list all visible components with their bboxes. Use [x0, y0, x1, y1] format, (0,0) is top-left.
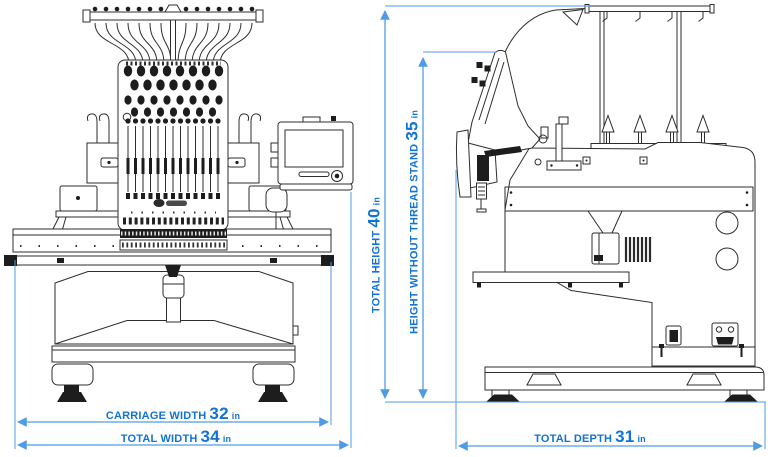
side-thread-stand — [584, 4, 727, 151]
brand-logo — [153, 199, 187, 207]
needle-bars — [125, 118, 221, 199]
height-without-thread-stand-text: HEIGHT WITHOUT THREAD STAND — [408, 143, 421, 335]
front-thread-stand — [82, 4, 264, 23]
total-height-label: TOTAL HEIGHT 40 in — [364, 196, 384, 314]
total-depth-value: 31 — [615, 427, 635, 446]
front-view-drawing — [4, 4, 354, 402]
height-without-thread-stand-label: HEIGHT WITHOUT THREAD STAND 35 in — [402, 109, 422, 335]
front-threads — [94, 22, 253, 65]
dimension-lines — [14, 5, 766, 451]
side-wire — [502, 8, 586, 58]
side-base — [484, 366, 765, 402]
power-socket — [711, 322, 739, 347]
carriage-width-label: CARRIAGE WIDTH 32 in — [106, 405, 240, 422]
needle-plate — [119, 217, 228, 251]
thread-spools — [123, 65, 224, 117]
vent-slats — [624, 237, 652, 262]
carriage-width-unit: in — [231, 411, 241, 421]
total-width-label: TOTAL WIDTH 34 in — [121, 428, 231, 445]
front-base — [51, 265, 299, 402]
total-height-text: TOTAL HEIGHT — [370, 230, 383, 314]
total-depth-text: TOTAL DEPTH — [534, 433, 613, 445]
front-head — [117, 59, 229, 251]
panel-screen — [284, 129, 344, 168]
total-width-text: TOTAL WIDTH — [120, 433, 198, 445]
height-without-thread-stand-unit: in — [409, 109, 420, 119]
leveling-feet — [57, 385, 288, 402]
control-panel — [265, 116, 354, 229]
thread-pins — [601, 114, 710, 144]
total-height-unit: in — [371, 196, 382, 206]
total-height-value: 40 — [364, 208, 384, 228]
panel-knob — [331, 170, 343, 182]
side-body — [472, 116, 756, 367]
total-width-unit: in — [222, 434, 232, 444]
carriage-width-text: CARRIAGE WIDTH — [105, 410, 207, 422]
total-depth-label: TOTAL DEPTH 31 in — [534, 428, 646, 445]
thread-stand-pole — [170, 19, 176, 63]
carriage-width-value: 32 — [209, 404, 229, 423]
total-width-value: 34 — [200, 427, 220, 446]
side-view-drawing — [455, 4, 765, 402]
height-without-thread-stand-value: 35 — [402, 121, 422, 141]
total-depth-unit: in — [637, 434, 646, 444]
carriage-beam — [4, 255, 334, 266]
side-head — [455, 49, 549, 213]
